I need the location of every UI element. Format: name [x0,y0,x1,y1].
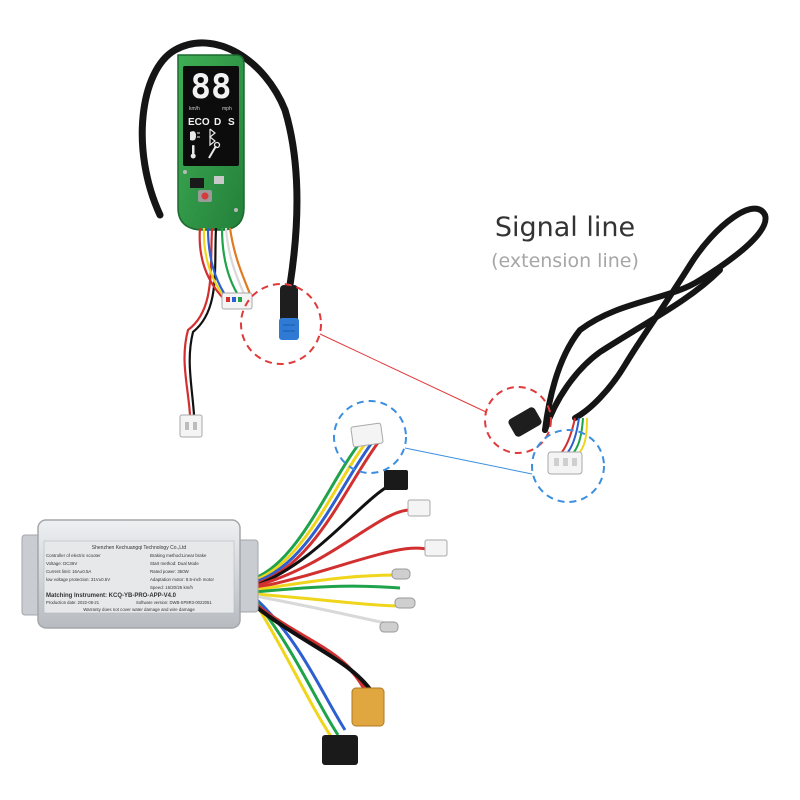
red-link-line [319,333,487,413]
spade-terminal-2 [394,597,416,609]
thermometer-icon [190,145,196,159]
dashboard-assembly: 88 km/h mph ECO D S [138,39,301,438]
pcb-component [214,176,224,184]
red-circle-dashboard-plug [240,283,322,365]
bluetooth-icon [209,128,216,147]
label-row-1-right: Start method: Dual Mode [150,561,199,566]
dashboard-wire-bundle [183,227,252,416]
pcb-button-cap [201,192,209,200]
label-row-3-left: low voltage protection: 31V±0.5V [46,577,110,582]
dashboard-signal-plug [280,285,298,325]
label-software-version: Software version: DWB-SP8R3-0022051 [136,600,212,605]
label-row-2-right: Rated power: 350W [150,569,190,574]
mode-d: D [214,117,221,128]
blue-circle-controller-connector [333,400,407,474]
label-row-3-right: Adaptation motor: 8.5-inch motor [150,577,214,582]
dashboard-loop-cable [138,39,301,289]
headlight-icon [190,131,200,141]
label-row-0-left: Controller of electric scooter [46,553,101,558]
label-row-0-right: Braking method:Linear brake [150,553,207,558]
pcb-chip [190,178,204,188]
display-unit-kmh: km/h [189,106,200,112]
spade-terminal-3 [379,621,399,633]
dashboard-pcb: 88 km/h mph ECO D S [177,54,245,231]
blue-circle-extension-connector [531,429,605,503]
display-digits: 88 [191,67,232,107]
label-manufacturer: Shenzhen Kechuangqi Technology Co.,Ltd [92,545,187,551]
controller-black-connector [384,470,408,490]
controller-connector-a [407,499,431,517]
controller-assembly: Shenzhen Kechuangqi Technology Co.,Ltd C… [21,422,448,765]
label-row-4-right: Speed: 15/20/25 km/h [150,585,194,590]
controller-label: Shenzhen Kechuangqi Technology Co.,Ltd C… [43,540,235,614]
led-display [183,66,239,166]
label-production-date: Production date: 2022-06-21 [46,600,100,605]
dashboard-power-connector [179,414,203,438]
spade-terminal-1 [391,568,411,580]
display-unit-mph: mph [222,106,232,112]
label-warranty: Warranty does not cover water damage and… [83,607,195,612]
extension-female-plug [508,407,542,437]
caption-title: Signal line [494,212,636,243]
label-row-2-left: Current limit: 16A±0.5A [46,569,91,574]
signal-extension-cable [508,205,769,475]
label-matching-instrument: Matching Instrument: KCQ-YB-PRO-APP-V4.0 [46,593,177,599]
blue-link-line [404,447,533,475]
label-row-1-left: Voltage: DC36V [46,561,77,566]
wrench-icon [208,141,221,159]
mode-eco: ECO [188,117,210,128]
red-circle-extension-plug [484,386,552,454]
caption-subtitle: (extension line) [491,250,639,272]
xt60-plug [351,687,385,727]
callout-blue [333,400,605,503]
mode-s: S [228,117,235,128]
controller-signal-connector [350,422,384,448]
controller-connector-b [424,539,448,557]
motor-hall-connector [322,735,358,765]
callout-red [240,283,552,454]
controller-wire-bundle [253,439,431,739]
